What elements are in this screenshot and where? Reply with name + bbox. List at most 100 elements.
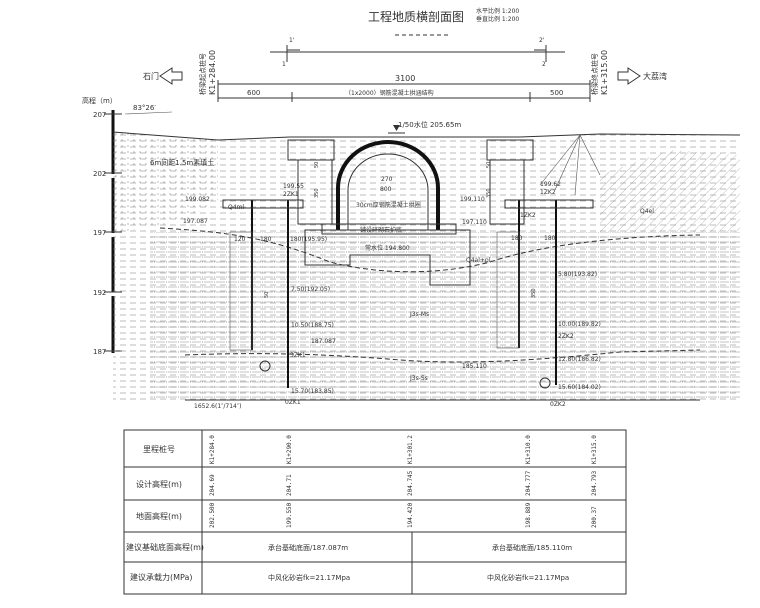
svg-text:120: 120 [234, 236, 246, 243]
svg-text:K1+301.2: K1+301.2 [407, 435, 414, 464]
arch-label: 30cm厚钢筋混凝土拱圈 [356, 201, 421, 209]
svg-text:5.80(193.82): 5.80(193.82) [558, 271, 597, 278]
bearing-left: 中风化砂岩fk=21.17Mpa [268, 573, 350, 582]
left-direction-label: 石门 [143, 71, 159, 81]
svg-text:7.50(192.05): 7.50(192.05) [291, 286, 330, 293]
svg-text:K1+315.00: K1+315.00 [600, 50, 609, 95]
water-level-label: 1/50水位 205.65m [398, 120, 461, 129]
cap-label: 铺设碎砌石护底 [360, 226, 402, 234]
svg-text:K1+310.0: K1+310.0 [525, 435, 532, 464]
svg-text:204.793: 204.793 [591, 470, 598, 496]
svg-text:里程桩号: 里程桩号 [143, 444, 175, 454]
scale-h: 水平比例 1:200 [476, 7, 519, 15]
svg-text:199.62: 199.62 [540, 181, 561, 188]
svg-text:桥梁终点桩号: 桥梁终点桩号 [590, 53, 599, 95]
small-dims: 50 350 50 350 50 350 [264, 162, 537, 298]
svg-text:180: 180 [260, 236, 272, 243]
bottom-note: 1652.6(1″/714″) [194, 403, 241, 410]
arch-height: 270 [381, 176, 393, 183]
pile-cap-beam-left [222, 199, 304, 209]
svg-text:202.500: 202.500 [209, 502, 216, 528]
layer-l3: J3s-Ms [409, 311, 429, 318]
svg-text:204.745: 204.745 [407, 470, 414, 496]
elev-tick-197: 197 [93, 229, 106, 237]
left-annotations: 199.55 199.082 197.087 2ZK1 120 180 180(… [183, 183, 336, 395]
arch-width: 800 [380, 186, 392, 193]
svg-text:2': 2' [539, 37, 545, 44]
svg-text:50: 50 [486, 162, 492, 168]
svg-text:199.550: 199.550 [286, 502, 293, 528]
pile-cap-beam-right [504, 199, 594, 209]
right-direction-label: 大荔湾 [643, 71, 667, 81]
layer-boundary-1 [159, 227, 701, 273]
svg-text:15.70(183.85): 15.70(183.85) [291, 388, 334, 395]
dim-middle: （1x2000）钢筋混凝土拱涵结构 [345, 89, 434, 97]
svg-text:185.110: 185.110 [462, 363, 487, 370]
table-ground-elev: 202.500 199.550 194.420 198.889 200.37 [209, 502, 598, 528]
right-abutment [489, 159, 525, 225]
svg-text:200.37: 200.37 [591, 506, 598, 528]
svg-text:1: 1 [282, 61, 286, 68]
low-water-label: 常水位 194.800 [365, 244, 410, 252]
arch-inner [347, 153, 429, 230]
right-annotations: 199.62 1ZK2 199.110 197.110 180 180 5.80… [460, 181, 601, 391]
right-station: 桥梁终点桩号 K1+315.00 [590, 50, 609, 95]
svg-text:K1+290.0: K1+290.0 [286, 435, 293, 464]
svg-text:204.69: 204.69 [209, 474, 216, 496]
svg-text:建议基础底面高程(m): 建议基础底面高程(m) [126, 542, 204, 552]
weathered-layer-right [600, 150, 740, 232]
svg-text:12.80(186.82): 12.80(186.82) [558, 356, 601, 363]
scale-v: 垂直比例 1:200 [476, 15, 519, 23]
elev-tick-202: 202 [93, 170, 106, 178]
svg-text:3ZK1: 3ZK1 [290, 352, 306, 359]
pile-cap-left [229, 231, 253, 351]
diagram-title: 工程地质横剖面图 [368, 9, 464, 24]
layer-l2: Q4al+pl [466, 257, 491, 264]
bh-bottom-left: 0ZK1 [285, 399, 301, 406]
svg-text:204.777: 204.777 [525, 470, 532, 496]
svg-text:K1+284.00: K1+284.00 [208, 50, 217, 95]
radial-lines [539, 134, 601, 196]
table-stations: K1+284.0 K1+290.0 K1+301.2 K1+310.0 K1+3… [209, 435, 598, 464]
elev-tick-187: 187 [93, 348, 106, 356]
angle-line [124, 111, 173, 115]
svg-text:15.60(184.02): 15.60(184.02) [558, 384, 601, 391]
svg-text:350: 350 [531, 288, 537, 298]
slope-angle: 83°26′ [133, 104, 156, 112]
svg-text:199.110: 199.110 [460, 196, 485, 203]
svg-text:桥梁起点桩号: 桥梁起点桩号 [198, 53, 207, 95]
dim-right: 500 [550, 89, 563, 97]
svg-text:10.50(188.75): 10.50(188.75) [291, 322, 334, 329]
svg-text:187.087: 187.087 [311, 338, 336, 345]
svg-text:10.00(189.82): 10.00(189.82) [558, 321, 601, 328]
svg-text:2ZK1: 2ZK1 [283, 191, 299, 198]
svg-text:50: 50 [314, 162, 320, 168]
table-row-headers: 里程桩号 设计高程(m) 地面高程(m) 建议基础底面高程(m) 建议承载力(M… [126, 444, 204, 582]
right-direction-arrow [617, 67, 641, 85]
left-direction-arrow [159, 67, 183, 85]
slope-note: 6m间距1.5m素填土 [150, 158, 214, 167]
svg-text:建议承载力(MPa): 建议承载力(MPa) [130, 572, 193, 582]
water-level-marker [388, 125, 405, 134]
arch-ring [336, 140, 440, 230]
svg-text:1ZK2: 1ZK2 [520, 212, 536, 219]
svg-text:180: 180 [511, 235, 523, 242]
dim-left: 600 [247, 89, 260, 97]
dim-total: 3100 [395, 74, 415, 83]
svg-text:1ZK2: 1ZK2 [540, 189, 556, 196]
svg-text:180(195.95): 180(195.95) [290, 236, 327, 243]
table-design-elev: 204.69 204.71 204.745 204.777 204.793 [209, 470, 598, 496]
arch-base [321, 223, 457, 235]
layer-l5: Q4el [640, 208, 654, 215]
rock-layer [150, 232, 740, 400]
svg-text:地面高程(m): 地面高程(m) [136, 511, 182, 521]
svg-text:K1+315.0: K1+315.0 [591, 435, 598, 464]
section-marker-1: 1 1' [282, 37, 300, 68]
boreholemark-left [259, 360, 271, 372]
boreholemark-right [539, 377, 551, 389]
data-table [123, 429, 627, 595]
svg-text:194.420: 194.420 [407, 502, 414, 528]
svg-text:350: 350 [314, 188, 320, 198]
pile-cap-right [496, 231, 520, 349]
